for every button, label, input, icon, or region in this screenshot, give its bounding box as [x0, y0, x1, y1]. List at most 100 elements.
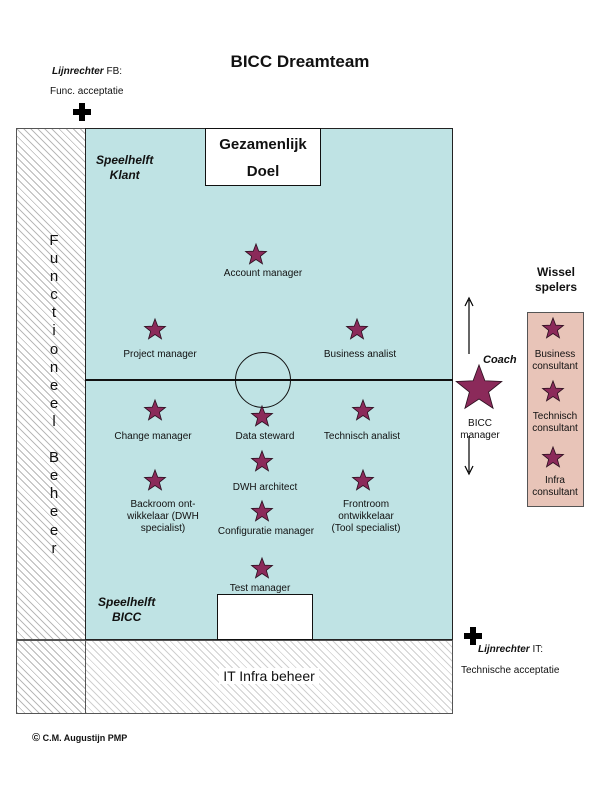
sub-business-consultant: Business consultant [524, 349, 586, 373]
star-shape [455, 363, 503, 410]
copyright-symbol: © [32, 732, 41, 744]
coach-role: BICC manager [445, 418, 515, 442]
star-icon [541, 445, 565, 468]
side-label-letter: n [49, 268, 59, 286]
goal-bottom [217, 594, 313, 640]
side-label-letter: e [49, 394, 59, 412]
flag-cross-icon [73, 103, 91, 121]
player-frontroom-line3: (Tool specialist) [331, 523, 401, 534]
goal-top-line1: Gezamenlijk [219, 136, 307, 153]
star-shape [143, 468, 167, 491]
player-backroom-line3: specialist) [140, 523, 186, 534]
star-icon [250, 499, 274, 522]
player-data-steward: Data steward [235, 431, 295, 442]
copyright-text: C.M. Augustijn PMP [40, 733, 128, 743]
it-infra-strip [85, 640, 453, 714]
star-icon [244, 242, 268, 265]
half-bicc-line2: BICC [112, 610, 142, 624]
star-icon [541, 316, 565, 339]
star-shape [143, 317, 167, 340]
player-configuratie-manager: Configuratie manager [217, 526, 315, 537]
player-frontroom-line2: ontwikkelaar [338, 511, 394, 522]
sub-technisch-consultant: Technisch consultant [524, 411, 586, 435]
side-label-letter: B [48, 449, 59, 467]
playing-field [85, 128, 453, 640]
side-label-letter: e [49, 503, 59, 521]
star-icon [250, 556, 274, 579]
player-dwh-architect: DWH architect [232, 482, 298, 493]
side-label-letter: i [52, 322, 56, 340]
star-icon [541, 379, 565, 402]
linesman-fb-label: Lijnrechter FB: [52, 66, 122, 77]
sub-infra-consultant: Infra consultant [524, 475, 586, 499]
star-shape [244, 242, 268, 265]
star-shape [143, 398, 167, 421]
star-shape [351, 468, 375, 491]
side-label-letter: e [49, 467, 59, 485]
player-frontroom: Frontroom ontwikkelaar (Tool specialist) [306, 499, 426, 535]
side-label-letter: o [49, 340, 59, 358]
linesman-fb-suffix: FB: [103, 66, 123, 77]
center-circle [235, 352, 291, 408]
side-label-letter: n [49, 358, 59, 376]
functioneel-beheer-strip [16, 128, 86, 640]
star-shape [250, 404, 274, 427]
half-bicc-label: Speelhelft BICC [98, 595, 155, 625]
player-project-manager: Project manager [123, 349, 197, 360]
goal-top-line2: Doel [246, 163, 280, 180]
side-label-letter: e [49, 521, 59, 539]
star-icon [143, 317, 167, 340]
player-backroom-line1: Backroom ont- [130, 499, 196, 510]
substitutes-panel [527, 312, 584, 507]
player-frontroom-line1: Frontroom [342, 499, 390, 510]
subs-title-line2: spelers [534, 280, 578, 294]
star-shape [541, 379, 565, 402]
star-shape [345, 317, 369, 340]
star-icon [143, 468, 167, 491]
flag-cross-icon [464, 627, 482, 645]
coach-role-line1: BICC [468, 418, 492, 429]
side-label-letter: h [49, 485, 59, 503]
player-change-manager: Change manager [114, 431, 192, 442]
it-infra-label: IT Infra beheer [85, 668, 453, 684]
corner-hatch-strip [16, 640, 86, 714]
sub-business-line2: consultant [532, 361, 578, 372]
player-business-analist: Business analist [323, 349, 397, 360]
half-client-line2: Klant [109, 168, 140, 182]
copyright: © C.M. Augustijn PMP [32, 732, 127, 744]
sub-infra-line1: Infra [544, 475, 565, 486]
sub-technisch-line1: Technisch [532, 411, 578, 422]
linesman-it-suffix: IT: [529, 644, 544, 655]
side-label-letter: u [49, 250, 59, 268]
it-infra-text: IT Infra beheer [219, 668, 319, 684]
side-label-letter: l [52, 412, 56, 430]
side-label-letter: e [49, 376, 59, 394]
linesman-fb-role: Func. acceptatie [50, 86, 124, 97]
star-icon [351, 398, 375, 421]
coach-title: Coach [483, 354, 517, 366]
player-backroom-line2: wikkelaar (DWH [127, 511, 199, 522]
sub-business-line1: Business [534, 349, 576, 360]
star-shape [250, 449, 274, 472]
half-client-label: Speelhelft Klant [96, 153, 153, 183]
star-shape [541, 316, 565, 339]
player-technisch-analist: Technisch analist [323, 431, 401, 442]
diagram-title: BICC Dreamteam [230, 52, 370, 71]
player-account-manager: Account manager [223, 268, 303, 279]
star-icon [250, 449, 274, 472]
sub-infra-line2: consultant [532, 487, 578, 498]
star-icon [250, 404, 274, 427]
side-label-letter [44, 431, 64, 449]
star-shape [250, 499, 274, 522]
subs-title: Wissel spelers [520, 265, 592, 295]
linesman-it-role: Technische acceptatie [461, 665, 560, 676]
star-icon [455, 363, 503, 410]
linesman-fb-name: Lijnrechter [52, 66, 104, 77]
star-icon [345, 317, 369, 340]
goal-top: Gezamenlijk Doel [205, 128, 321, 186]
sub-technisch-line2: consultant [532, 423, 578, 434]
star-shape [250, 556, 274, 579]
coach-role-line2: manager [460, 430, 500, 441]
side-label-letter: t [51, 304, 57, 322]
player-test-manager: Test manager [229, 583, 291, 594]
